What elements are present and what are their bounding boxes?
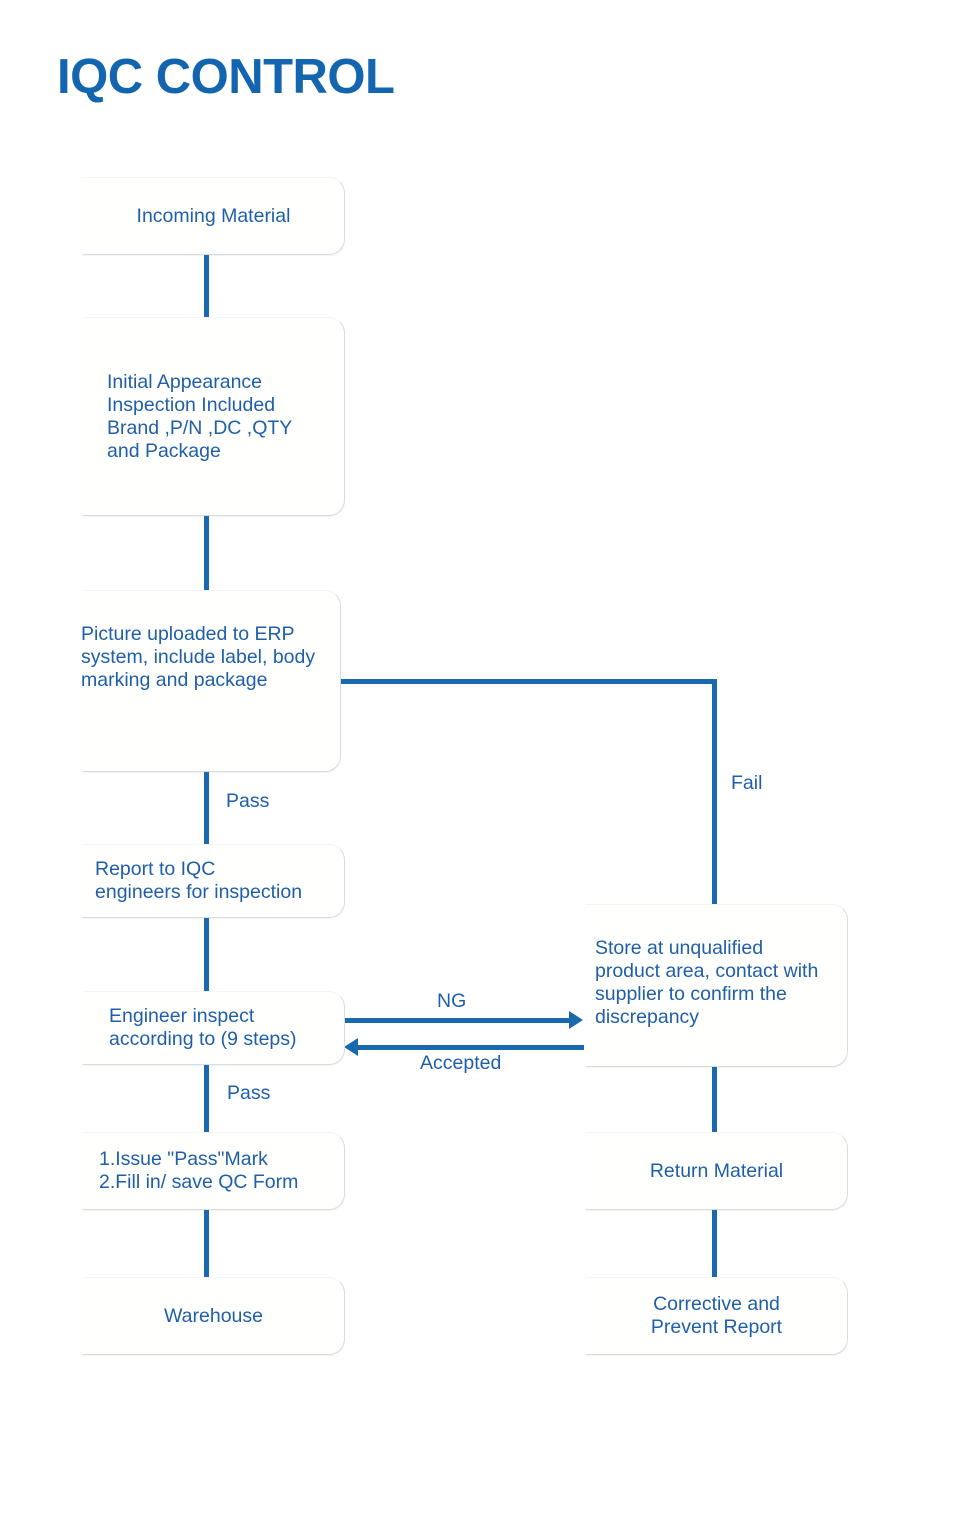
- connector-initial-to-picture: [204, 516, 209, 590]
- node-warehouse[interactable]: Warehouse: [82, 1277, 345, 1355]
- node-label: Engineer inspect according to (9 steps): [109, 1005, 297, 1050]
- node-issue-pass-mark[interactable]: 1.Issue "Pass"Mark 2.Fill in/ save QC Fo…: [82, 1132, 345, 1210]
- connector-incoming-to-initial: [204, 255, 209, 317]
- page-title: IQC CONTROL: [57, 50, 395, 104]
- connector-picture-to-report: [204, 772, 209, 844]
- node-store-unqualified[interactable]: Store at unqualified product area, conta…: [585, 904, 848, 1067]
- node-report-to-iqc[interactable]: Report to IQC engineers for inspection: [82, 844, 345, 918]
- edge-label-pass-lower: Pass: [227, 1082, 271, 1104]
- node-label: Incoming Material: [136, 204, 291, 227]
- edge-label-ng: NG: [437, 990, 467, 1012]
- connector-ng-arrowhead: [569, 1011, 583, 1029]
- node-picture-uploaded-erp[interactable]: Picture uploaded to ERP system, include …: [81, 590, 341, 772]
- node-label: 1.Issue "Pass"Mark 2.Fill in/ save QC Fo…: [99, 1148, 299, 1193]
- node-label: Warehouse: [164, 1304, 263, 1327]
- node-label: Return Material: [649, 1159, 784, 1182]
- node-label: Corrective and Prevent Report: [650, 1293, 783, 1338]
- connector-fail-horizontal: [340, 679, 717, 684]
- node-label: Picture uploaded to ERP system, include …: [81, 622, 316, 691]
- connector-accepted-line: [358, 1045, 584, 1050]
- node-engineer-inspect[interactable]: Engineer inspect according to (9 steps): [82, 991, 345, 1065]
- edge-label-fail: Fail: [731, 772, 763, 794]
- connector-fail-vertical: [712, 679, 717, 904]
- edge-label-accepted: Accepted: [420, 1052, 502, 1074]
- node-return-material[interactable]: Return Material: [585, 1132, 848, 1210]
- node-label: Initial Appearance Inspection Included B…: [107, 370, 293, 462]
- connector-report-to-engineer: [204, 917, 209, 991]
- edge-label-pass-upper: Pass: [226, 790, 270, 812]
- connector-engineer-to-issuepass: [204, 1064, 209, 1132]
- node-label: Report to IQC engineers for inspection: [95, 858, 303, 903]
- connector-issuepass-to-warehouse: [204, 1209, 209, 1277]
- node-incoming-material[interactable]: Incoming Material: [82, 177, 345, 255]
- connector-return-to-corrective: [712, 1209, 717, 1277]
- node-corrective-prevent-report[interactable]: Corrective and Prevent Report: [585, 1277, 848, 1355]
- connector-ng-line: [344, 1018, 569, 1023]
- node-label: Store at unqualified product area, conta…: [595, 936, 819, 1028]
- connector-store-to-return: [712, 1066, 717, 1132]
- connector-accepted-arrowhead: [344, 1038, 358, 1056]
- node-initial-appearance-inspection[interactable]: Initial Appearance Inspection Included B…: [82, 317, 345, 516]
